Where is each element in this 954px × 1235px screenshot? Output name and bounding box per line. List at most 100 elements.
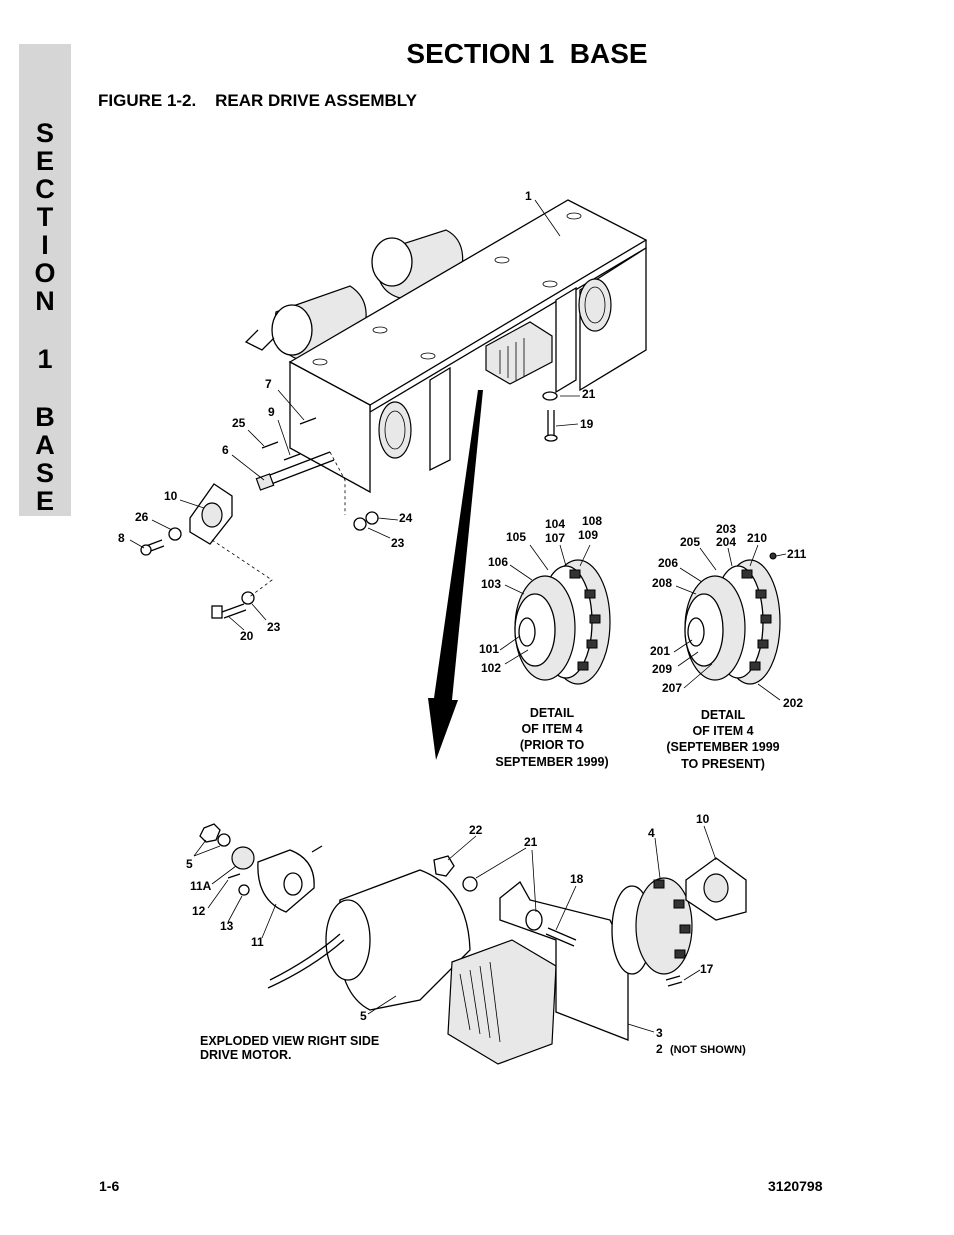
detail2-bore [687, 617, 705, 647]
washer-26 [168, 527, 182, 541]
detail2-caption-line: OF ITEM 4 [692, 724, 753, 738]
section-side-tab: S E C T I O N 1 B A S E [19, 44, 71, 516]
nut-5 [199, 823, 221, 843]
not-shown-note: (NOT SHOWN) [670, 1044, 746, 1056]
callout: 7 [265, 377, 272, 391]
screw-12 [227, 873, 241, 879]
callout: 107 [545, 531, 565, 545]
sprocket-left [378, 401, 412, 459]
exploded-caption-line: DRIVE MOTOR. [200, 1048, 291, 1062]
bearing-10b-hub [703, 873, 729, 903]
washer-21 [542, 391, 558, 401]
brake-11-bore [283, 872, 303, 896]
assembly-guide-lines [211, 451, 346, 599]
callout: 206 [658, 556, 678, 570]
leader-lines [129, 199, 787, 1033]
callout: 4 [648, 826, 655, 840]
drive-shaft-lower [265, 459, 335, 487]
callout: 25 [232, 416, 246, 430]
callout: 3 [656, 1026, 663, 1040]
callout: 202 [783, 696, 803, 710]
side-tab-letter: E [35, 486, 54, 516]
callout: 13 [220, 919, 234, 933]
side-tab-letter: A [35, 430, 55, 460]
shaft-end [255, 473, 275, 491]
washer-13 [238, 884, 250, 896]
side-tab-letter: B [35, 402, 55, 432]
gear-11A [231, 846, 255, 870]
bolt-20 [221, 603, 247, 619]
side-tab-letter: I [41, 230, 49, 260]
detail1-caption-line: (PRIOR TO [520, 738, 585, 752]
callout: 11 [251, 935, 264, 949]
callout: 19 [580, 417, 594, 431]
detail1-chain-links [569, 569, 601, 671]
bolt-19-head [544, 434, 558, 442]
plate-slots [312, 212, 582, 366]
callout: 103 [481, 577, 501, 591]
left-side-plate [289, 360, 371, 494]
screw-17 [665, 975, 683, 987]
callout: 2 [656, 1042, 663, 1056]
drive-shaft [261, 451, 331, 479]
pin-7 [299, 417, 317, 425]
callout: 18 [570, 872, 584, 886]
exploded-right-drive-motor [199, 823, 747, 1065]
callout: 23 [391, 536, 405, 550]
side-tab-letter: 1 [37, 344, 53, 374]
callout: 20 [240, 629, 254, 643]
sprocket-4-teeth [653, 879, 691, 959]
side-tab-letter: N [35, 286, 55, 316]
washer-top [217, 833, 231, 847]
motor-wire-2 [267, 939, 345, 989]
detail1-caption-line: SEPTEMBER 1999) [495, 755, 608, 769]
callout: 209 [652, 662, 672, 676]
bearing-hub [201, 502, 223, 528]
callout: 17 [700, 962, 714, 976]
callout: 102 [481, 661, 501, 675]
callout: 23 [267, 620, 281, 634]
callout: 210 [747, 531, 767, 545]
detail1-bore [518, 617, 536, 647]
brake-terminal [311, 845, 323, 853]
rear-motor-endcap [371, 237, 413, 287]
callout: 109 [578, 528, 598, 542]
side-tab-letter: S [35, 458, 54, 488]
callout: 106 [488, 555, 508, 569]
nut-22 [433, 855, 455, 877]
side-tab-letter: T [36, 202, 54, 232]
front-motor-endcap [271, 304, 313, 356]
side-tab-letter: C [35, 174, 55, 204]
callout: 204 [716, 535, 736, 549]
callout: 203 [716, 522, 736, 536]
inner-bracket-left [429, 366, 451, 472]
callout: 5 [186, 857, 193, 871]
captions: DETAIL OF ITEM 4 (PRIOR TO SEPTEMBER 199… [200, 706, 780, 1062]
figure-title: FIGURE 1-2. REAR DRIVE ASSEMBLY [98, 91, 417, 110]
exploded-caption-line: EXPLODED VIEW RIGHT SIDE [200, 1034, 379, 1048]
callout: 104 [545, 517, 565, 531]
detail-item4-prior [514, 559, 611, 685]
callout: 24 [399, 511, 413, 525]
base-frame-assembly [140, 199, 648, 619]
document-number: 3120798 [768, 1178, 823, 1194]
washer-bracket [525, 909, 543, 931]
motor-wire-1 [269, 933, 341, 981]
callout: 207 [662, 681, 682, 695]
side-tab-letter: E [35, 146, 54, 176]
detail2-chain-links [741, 569, 772, 671]
detail-item4-present [684, 552, 781, 685]
gearbox-fins [499, 338, 525, 380]
bolt-8-head [140, 544, 152, 556]
callout: 21 [582, 387, 596, 401]
key-25 [261, 441, 279, 449]
callout: 10 [696, 812, 710, 826]
callout: 11A [190, 879, 212, 893]
callout: 10 [164, 489, 178, 503]
detail1-caption-line: OF ITEM 4 [521, 722, 582, 736]
inner-bracket-right [555, 286, 577, 394]
gearbox-fins-lower [459, 961, 501, 1043]
bolt-19 [547, 410, 555, 436]
callout: 21 [524, 835, 538, 849]
